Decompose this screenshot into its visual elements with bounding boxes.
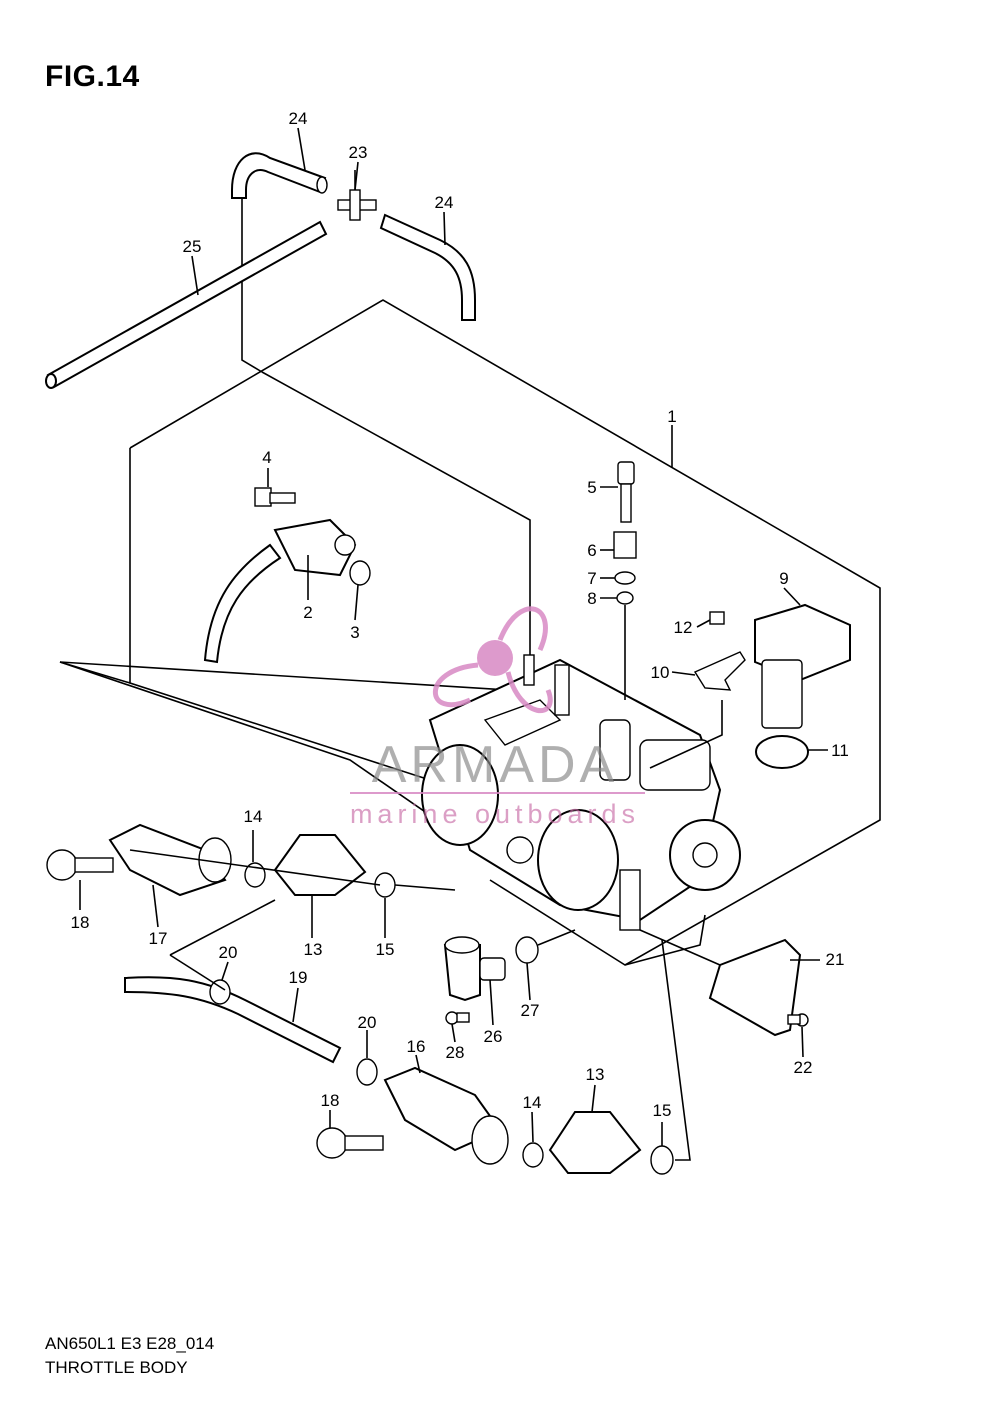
fuel-delivery-pipe xyxy=(124,954,378,1086)
section-name: THROTTLE BODY xyxy=(45,1358,188,1377)
callout-28: 28 xyxy=(446,1043,465,1062)
screw-18-lower xyxy=(316,1127,384,1159)
bracket-21 xyxy=(708,938,802,1037)
watermark-brand: ARMADA xyxy=(372,736,618,794)
callout-17: 17 xyxy=(149,929,168,948)
screw-18-upper xyxy=(46,849,114,881)
throttle-position-sensor xyxy=(203,487,371,664)
callout-13-upper: 13 xyxy=(304,940,323,959)
idle-adjust-screw-set xyxy=(613,461,637,700)
callout-19: 19 xyxy=(289,968,308,987)
callout-15-upper: 15 xyxy=(376,940,395,959)
upper-injector-row xyxy=(46,823,456,956)
callout-3: 3 xyxy=(350,623,359,642)
watermark-tagline: marine outboards xyxy=(350,799,640,829)
callout-15-lower: 15 xyxy=(653,1101,672,1120)
assembly-outline xyxy=(59,198,881,966)
cam-sensor-group xyxy=(649,603,851,769)
hose-24-left xyxy=(231,152,327,199)
callout-27: 27 xyxy=(521,1001,540,1020)
vacuum-hose-group xyxy=(45,152,476,389)
screw-22 xyxy=(787,1013,809,1027)
injector-13-upper xyxy=(273,834,367,896)
callout-24-right: 24 xyxy=(435,193,454,212)
callout-8: 8 xyxy=(587,589,596,608)
callout-23: 23 xyxy=(349,143,368,162)
figure-title: FIG.14 xyxy=(45,60,140,93)
bracket-10 xyxy=(693,651,746,691)
callout-9: 9 xyxy=(779,569,788,588)
o-ring-14-lower xyxy=(522,1142,544,1168)
o-ring-20-upper xyxy=(209,979,231,1005)
callout-14-upper: 14 xyxy=(244,807,263,826)
callout-14-lower: 14 xyxy=(523,1093,542,1112)
o-ring-27 xyxy=(515,936,539,964)
callout-11: 11 xyxy=(831,741,849,760)
callout-12: 12 xyxy=(674,618,693,637)
hose-24-left-end xyxy=(316,176,328,194)
figure-caption: AN650L1 E3 E28_014 THROTTLE BODY xyxy=(45,1332,214,1380)
callout-1: 1 xyxy=(667,407,676,426)
callout-21: 21 xyxy=(826,950,845,969)
callout-24-left: 24 xyxy=(289,109,308,128)
callout-16: 16 xyxy=(407,1037,426,1056)
callout-4: 4 xyxy=(262,448,271,467)
callout-25: 25 xyxy=(183,237,202,256)
pipe-fitting-group xyxy=(443,929,576,1025)
hose-24-right xyxy=(379,213,476,321)
callout-7: 7 xyxy=(587,569,596,588)
callout-numbers: 1 2 3 4 5 6 7 8 9 10 11 12 13 14 15 16 1… xyxy=(71,109,849,1120)
propeller-logo-icon xyxy=(433,606,553,714)
model-code: AN650L1 E3 E28_014 xyxy=(45,1334,215,1353)
callout-18-upper: 18 xyxy=(71,913,90,932)
callout-13-lower: 13 xyxy=(586,1065,605,1084)
injector-13-lower xyxy=(548,1111,642,1174)
callout-20-upper: 20 xyxy=(219,943,238,962)
screw-28 xyxy=(445,1011,470,1025)
callout-6: 6 xyxy=(587,541,596,560)
callout-22: 22 xyxy=(794,1058,813,1077)
pipe-19 xyxy=(124,976,342,1064)
callout-2: 2 xyxy=(303,603,312,622)
bolt-4 xyxy=(254,487,296,507)
hose-25-end xyxy=(45,373,57,389)
throttle-bore-center xyxy=(537,809,619,911)
watermark: ARMADA marine outboards xyxy=(350,606,645,829)
callout-10: 10 xyxy=(651,663,670,682)
holder-17 xyxy=(108,823,227,897)
o-ring-3 xyxy=(349,560,371,586)
tee-connector-23 xyxy=(337,170,377,221)
o-ring-15-lower xyxy=(650,1145,674,1175)
bracket-group xyxy=(639,929,809,1037)
throttle-bore-left xyxy=(421,744,499,846)
callout-26: 26 xyxy=(484,1027,503,1046)
callout-5: 5 xyxy=(587,478,596,497)
o-ring-20-lower xyxy=(356,1058,378,1086)
callout-20-lower: 20 xyxy=(358,1013,377,1032)
throttle-body-assembly xyxy=(421,654,741,931)
callout-18-lower: 18 xyxy=(321,1091,340,1110)
o-ring-11 xyxy=(755,735,809,769)
leader-lines xyxy=(79,127,828,1146)
lower-injector-row xyxy=(316,939,691,1175)
